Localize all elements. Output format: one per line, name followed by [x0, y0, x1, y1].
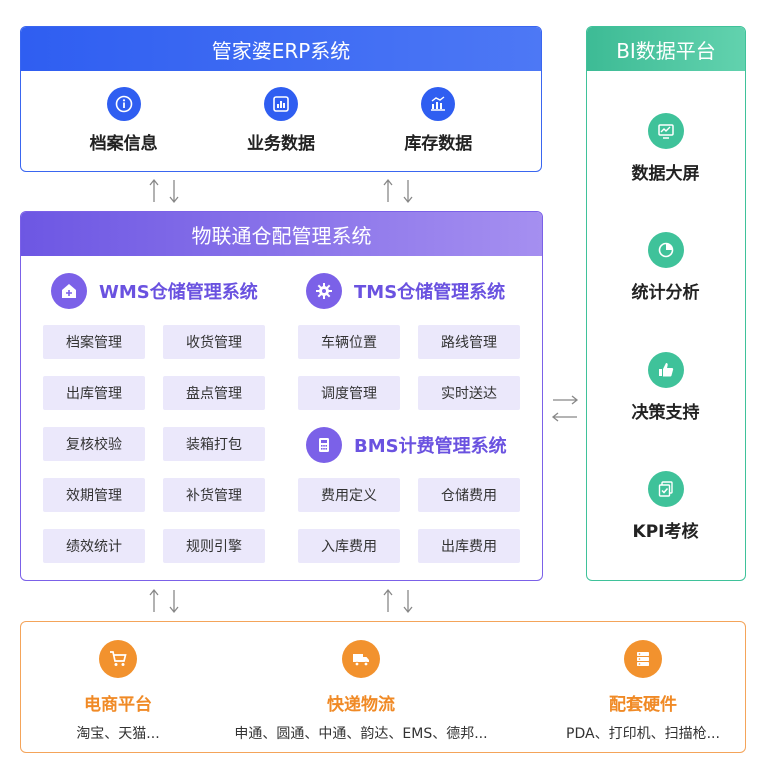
- bms-tag: 费用定义: [298, 478, 400, 512]
- erp-item-label: 库存数据: [404, 134, 473, 154]
- wms-tag: 盘点管理: [163, 376, 265, 410]
- stock-chart-icon: [421, 87, 456, 121]
- bar-report-icon: [263, 87, 298, 121]
- bottom-item-name: 配套硬件: [609, 695, 677, 715]
- calculator-icon: [306, 427, 342, 463]
- main-title: 物联通仓配管理系统: [21, 212, 542, 256]
- shopping-cart-icon: [99, 640, 137, 678]
- bottom-item-name: 快递物流: [327, 695, 395, 715]
- tms-subsystem-title: TMS仓储管理系统: [306, 273, 505, 309]
- erp-item-label: 档案信息: [89, 134, 158, 154]
- bi-item-dashboard: 数据大屏: [587, 113, 744, 184]
- erp-item-label: 业务数据: [246, 134, 315, 154]
- erp-main-arrows: [149, 178, 413, 204]
- kpi-check-icon: [647, 471, 684, 507]
- wms-main-panel: 物联通仓配管理系统 WMS仓储管理系统 TMS仓储管理系统 BMS计费管理系统 …: [20, 211, 543, 581]
- erp-system-panel: 管家婆ERP系统 档案信息 业务数据 库存数据: [20, 26, 542, 172]
- info-icon: [106, 87, 141, 121]
- wms-tag: 效期管理: [43, 478, 145, 512]
- warehouse-home-icon: [51, 273, 87, 309]
- bi-item-label: 决策支持: [631, 403, 700, 423]
- tms-tag: 车辆位置: [298, 325, 400, 359]
- wms-tag: 收货管理: [163, 325, 265, 359]
- bottom-item-desc: 申通、圆通、中通、韵达、EMS、德邦...: [234, 726, 488, 742]
- main-bottom-arrows: [149, 588, 413, 614]
- delivery-truck-icon: [342, 640, 380, 678]
- thumbs-up-icon: [647, 352, 684, 388]
- bms-subsystem-title: BMS计费管理系统: [306, 427, 507, 463]
- bms-tag: 出库费用: [418, 529, 520, 563]
- erp-title: 管家婆ERP系统: [21, 27, 541, 71]
- erp-item-archive: 档案信息: [64, 87, 184, 154]
- bi-platform-panel: BI数据平台 数据大屏 统计分析 决策支持 KPI考核: [586, 26, 746, 581]
- wms-subsystem-title: WMS仓储管理系统: [51, 273, 258, 309]
- bi-title: BI数据平台: [587, 27, 745, 71]
- wms-tag: 复核校验: [43, 427, 145, 461]
- gear-icon: [306, 273, 342, 309]
- bottom-item-hardware: 配套硬件 PDA、打印机、扫描枪...: [483, 622, 745, 743]
- wms-tag: 规则引擎: [163, 529, 265, 563]
- tms-tag: 调度管理: [298, 376, 400, 410]
- bi-item-label: 统计分析: [631, 283, 700, 303]
- main-bi-arrows: [551, 395, 579, 422]
- bi-item-decision: 决策支持: [587, 352, 744, 423]
- tms-title-text: TMS仓储管理系统: [354, 282, 506, 303]
- erp-item-stock: 库存数据: [378, 87, 498, 154]
- bms-title-text: BMS计费管理系统: [354, 436, 507, 457]
- bms-tag: 入库费用: [298, 529, 400, 563]
- erp-item-business: 业务数据: [221, 87, 341, 154]
- bi-item-statistics: 统计分析: [587, 232, 744, 303]
- wms-tag: 补货管理: [163, 478, 265, 512]
- bottom-item-name: 电商平台: [84, 695, 152, 715]
- bottom-item-desc: PDA、打印机、扫描枪...: [566, 726, 720, 742]
- bottom-item-desc: 淘宝、天猫...: [76, 726, 160, 742]
- tms-tag: 路线管理: [418, 325, 520, 359]
- wms-tag: 装箱打包: [163, 427, 265, 461]
- bi-item-label: 数据大屏: [631, 164, 700, 184]
- wms-title-text: WMS仓储管理系统: [99, 282, 258, 303]
- bottom-item-ecommerce: 电商平台 淘宝、天猫...: [21, 622, 278, 743]
- pie-chart-icon: [647, 232, 684, 268]
- bi-item-kpi: KPI考核: [587, 471, 744, 542]
- dashboard-screen-icon: [647, 113, 684, 149]
- wms-tag: 档案管理: [43, 325, 145, 359]
- external-partners-panel: 电商平台 淘宝、天猫... 快递物流 申通、圆通、中通、韵达、EMS、德邦...…: [20, 621, 746, 753]
- server-hardware-icon: [624, 640, 662, 678]
- wms-tag: 绩效统计: [43, 529, 145, 563]
- tms-tag: 实时送达: [418, 376, 520, 410]
- bi-item-label: KPI考核: [632, 522, 699, 542]
- bms-tag: 仓储费用: [418, 478, 520, 512]
- wms-tag: 出库管理: [43, 376, 145, 410]
- bottom-item-logistics: 快递物流 申通、圆通、中通、韵达、EMS、德邦...: [201, 622, 521, 743]
